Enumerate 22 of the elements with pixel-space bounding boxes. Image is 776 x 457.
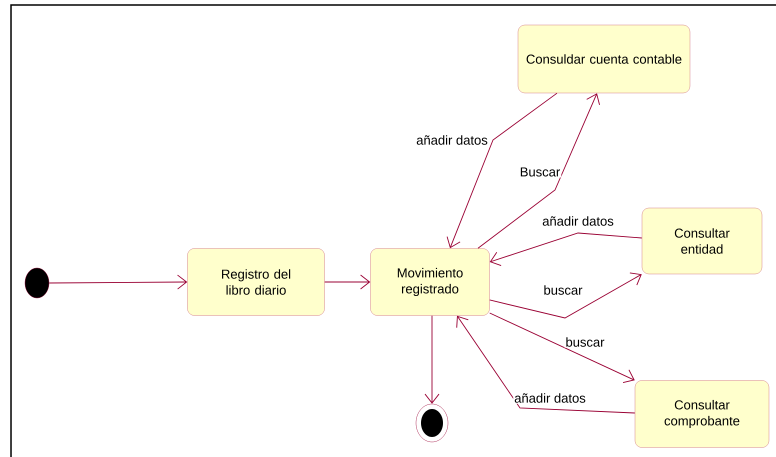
edge-label: añadir datos	[513, 392, 587, 404]
arrow	[489, 272, 642, 318]
end-bullseye	[416, 404, 448, 442]
state-box: Consultar entidad	[642, 208, 762, 274]
arrow	[456, 316, 636, 414]
edge-label: añadir datos	[415, 134, 489, 146]
arrow	[446, 92, 558, 248]
state-box: Consuldar cuenta contable	[518, 24, 690, 94]
arrow	[48, 274, 188, 290]
arrow	[489, 312, 635, 383]
arrow	[490, 232, 642, 266]
edge-label: añadir datos	[541, 215, 615, 227]
edge-label: buscar	[542, 284, 584, 296]
state-box: Consultar comprobante	[634, 380, 770, 448]
arrow	[324, 274, 370, 290]
arrow	[424, 315, 440, 404]
state-box: Registro del libro diario	[187, 248, 325, 316]
start-dot	[24, 268, 50, 298]
edge-label: buscar	[564, 336, 606, 348]
arrow	[478, 93, 600, 249]
edge-label: Buscar	[518, 166, 562, 178]
state-box: Movimiento registrado	[370, 248, 490, 316]
